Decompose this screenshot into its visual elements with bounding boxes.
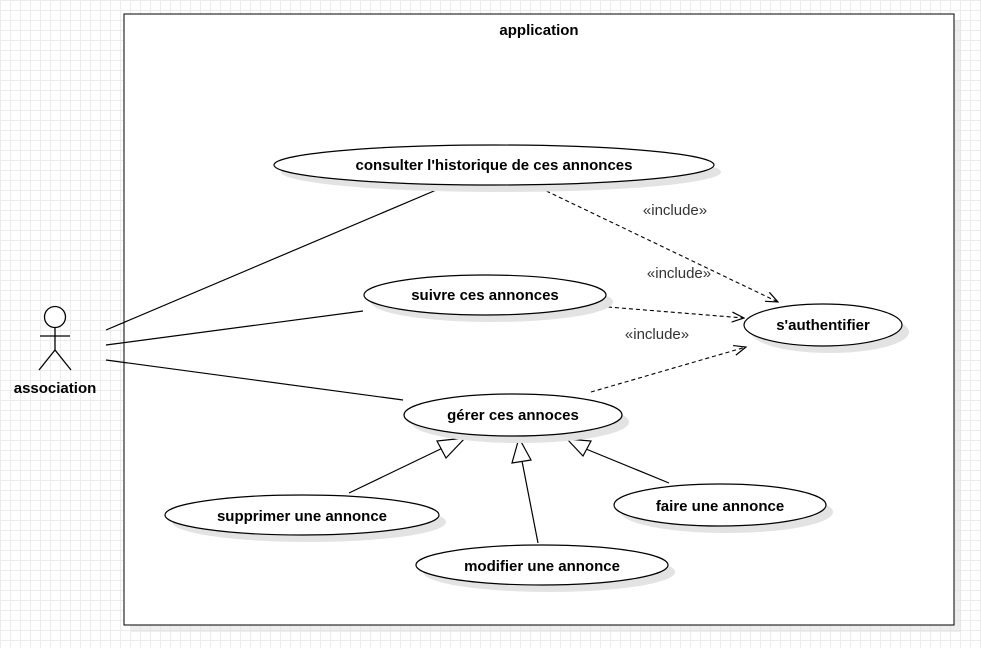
use-case-gerer[interactable]: gérer ces annoces [403,393,629,443]
use-case-authentifier[interactable]: s'authentifier [743,303,909,353]
system-title: application [499,22,578,39]
use-case-modifier[interactable]: modifier une annonce [415,544,675,592]
generalization-supprimer[interactable] [348,443,452,494]
generalization-faire[interactable] [585,448,670,484]
use-case-gerer-label: gérer ces annoces [447,407,579,424]
use-case-historique[interactable]: consulter l'historique de ces annonces [273,144,721,192]
use-case-supprimer-label: supprimer une annonce [217,508,387,525]
association-suivre[interactable] [105,310,364,346]
actor-label: association [14,380,97,397]
include-label-1: «include» [643,202,707,219]
use-case-historique-label: consulter l'historique de ces annonces [356,157,633,174]
generalization-triangle-modifier [511,436,532,464]
association-historique[interactable] [105,187,442,331]
use-case-modifier-label: modifier une annonce [464,558,620,575]
generalization-triangle-faire [565,438,592,458]
use-case-authentifier-label: s'authentifier [776,317,870,334]
use-case-suivre-label: suivre ces annonces [411,287,559,304]
include-arrow-historique[interactable] [539,187,778,302]
generalization-triangle-supprimer [436,437,467,460]
actor-stick-figure[interactable] [38,305,72,371]
use-case-faire-label: faire une annonce [656,498,784,515]
include-label-3: «include» [625,326,689,343]
include-arrow-suivre[interactable] [607,306,744,318]
generalization-modifier[interactable] [521,460,539,544]
use-case-supprimer[interactable]: supprimer une annonce [164,494,446,542]
association-gerer[interactable] [105,359,404,401]
use-case-faire[interactable]: faire une annonce [613,483,833,533]
include-label-2: «include» [647,265,711,282]
include-arrow-gerer[interactable] [590,347,746,393]
use-case-suivre[interactable]: suivre ces annonces [363,274,613,322]
